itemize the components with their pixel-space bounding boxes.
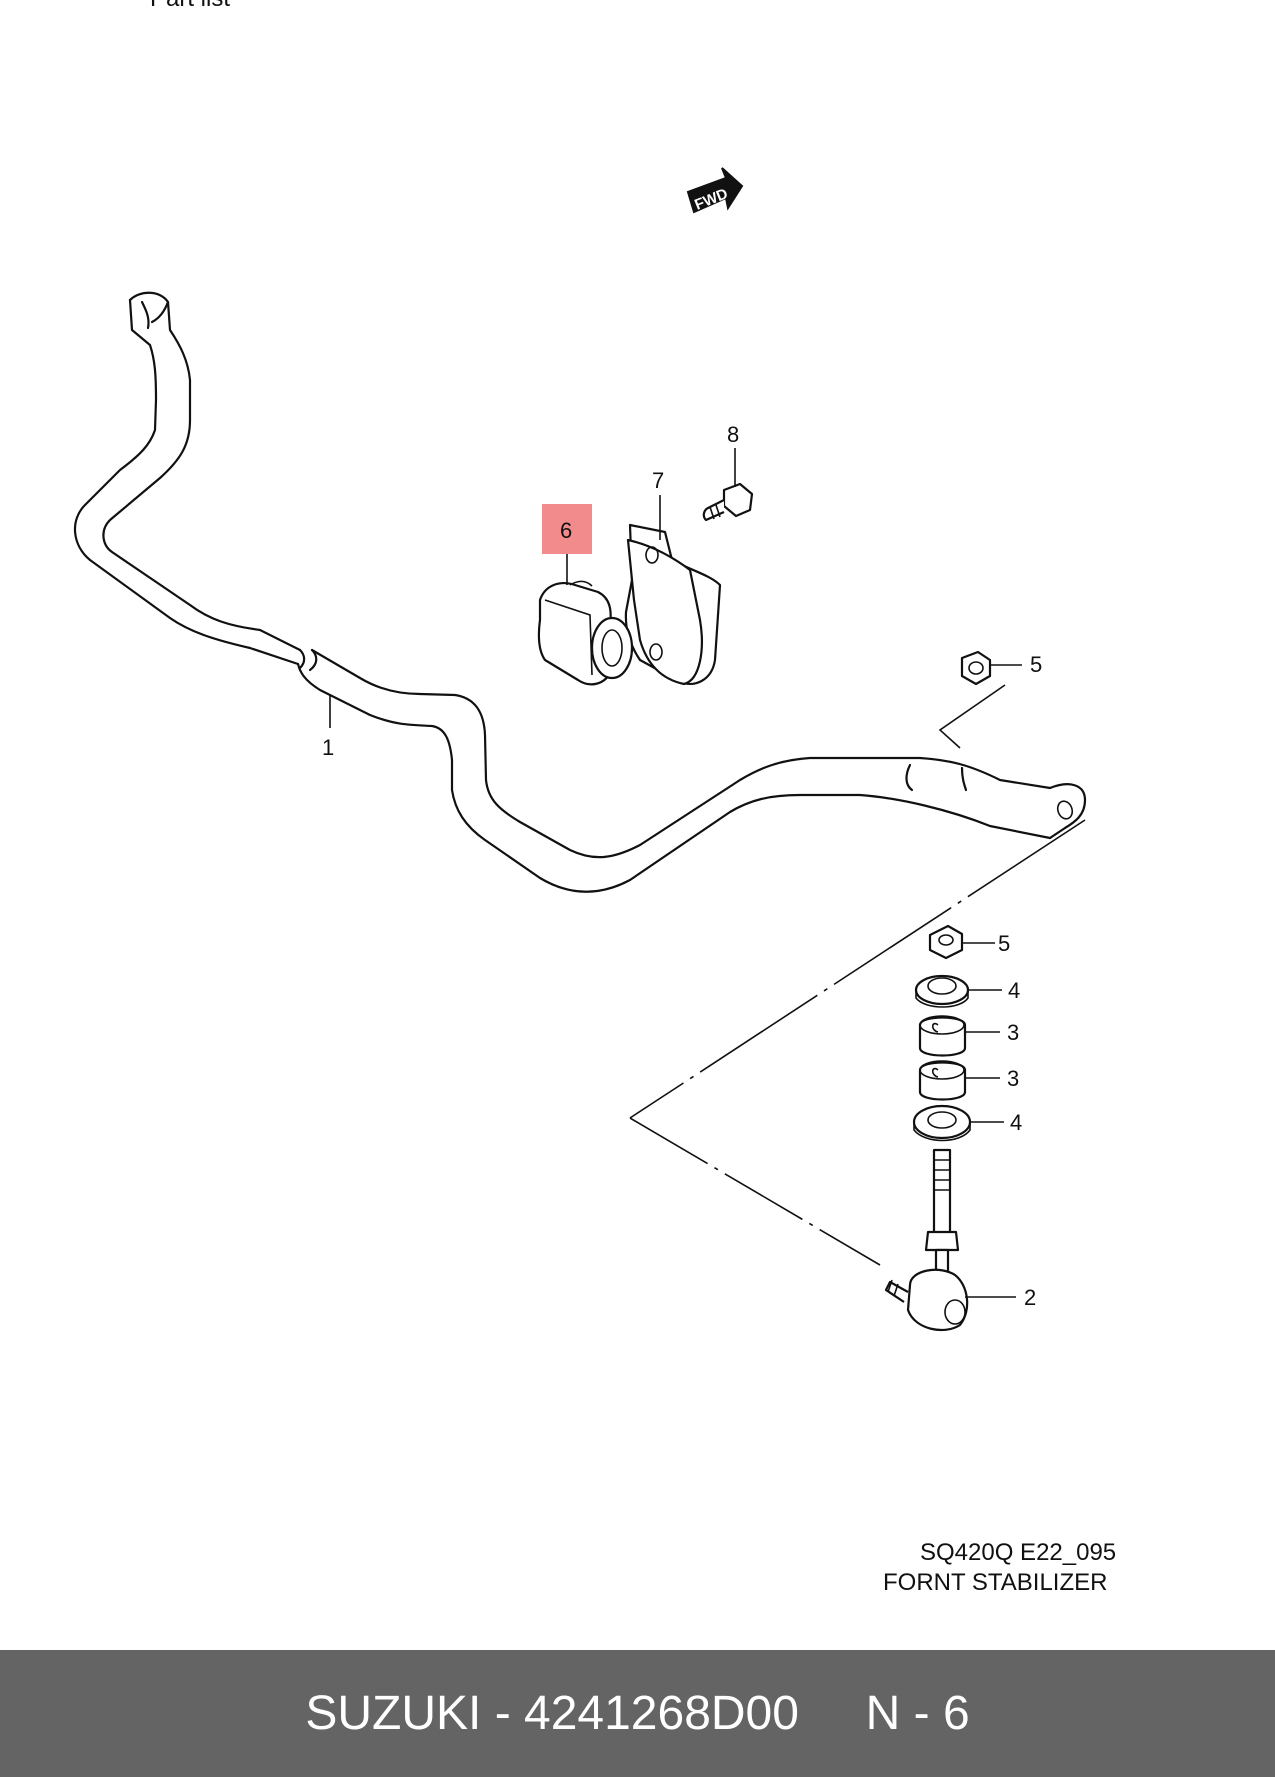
footer-bar: SUZUKI - 4241268D00 N - 6: [0, 1650, 1275, 1777]
footer-gap: [799, 1686, 866, 1741]
highlight-box: [542, 504, 592, 554]
parts-diagram: Part list FWD: [73, 0, 1116, 1596]
callout-7[interactable]: 7: [652, 468, 664, 493]
footer-brand: SUZUKI: [305, 1687, 482, 1740]
callout-1[interactable]: 1: [322, 735, 334, 760]
callout-3b[interactable]: 3: [1007, 1066, 1019, 1091]
callout-3a[interactable]: 3: [1007, 1020, 1019, 1045]
footer-separator: -: [481, 1687, 525, 1740]
stabilizer-link-stack: [884, 924, 972, 1332]
callout-5b[interactable]: 5: [998, 931, 1010, 956]
stabilizer-bar: [73, 291, 1087, 1266]
callout-8[interactable]: 8: [727, 422, 739, 447]
callouts: 1 2 3 3 4 4 5 5 6 7 8: [322, 422, 1042, 1310]
leader-lines: [329, 448, 1022, 1298]
diagram-title: FORNT STABILIZER: [883, 1569, 1107, 1596]
header-fragment: Part list: [150, 0, 230, 12]
diagram-code: SQ420Q E22_095: [920, 1539, 1116, 1566]
callout-6[interactable]: 6: [560, 518, 572, 543]
callout-2[interactable]: 2: [1024, 1285, 1036, 1310]
footer-part-number: 4241268D00: [524, 1687, 799, 1740]
nut-upper: [960, 650, 992, 686]
callout-5a[interactable]: 5: [1030, 652, 1042, 677]
bolt: [702, 482, 754, 522]
callout-4a[interactable]: 4: [1008, 978, 1020, 1003]
callout-4b[interactable]: 4: [1010, 1110, 1022, 1135]
footer-position-label: N - 6: [865, 1687, 970, 1740]
fwd-arrow-icon: FWD: [686, 167, 744, 214]
bushing-assembly: [537, 523, 722, 686]
